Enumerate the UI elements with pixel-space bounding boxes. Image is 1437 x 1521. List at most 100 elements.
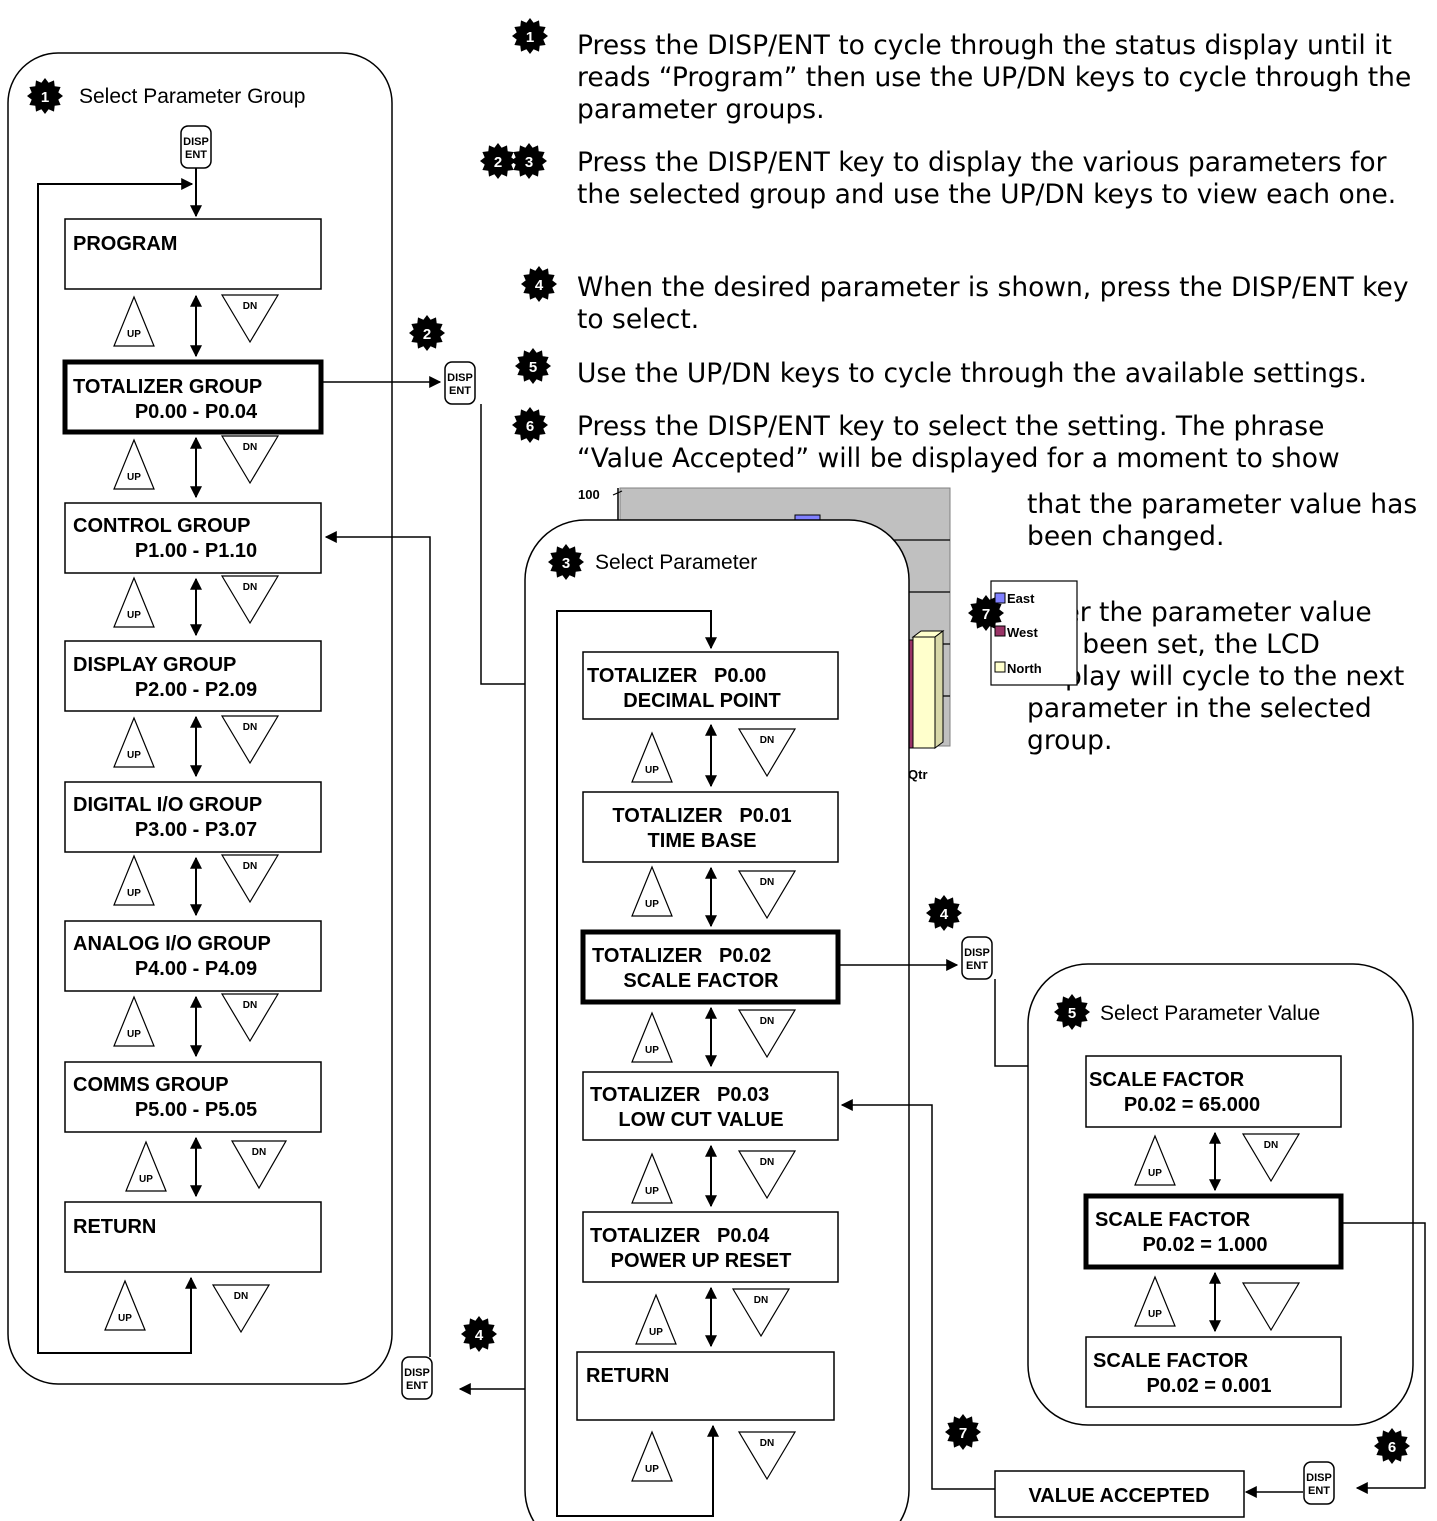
svg-text:TIME BASE: TIME BASE [648,830,757,852]
groups-disp-ent-key[interactable]: DISP ENT [180,125,212,169]
groups-updn-2: UP DN [113,435,280,499]
up-key[interactable]: UP [113,438,155,490]
svg-text:UP: UP [127,329,141,340]
params-panel-badge: 3 [562,555,570,572]
value-item-65[interactable]: SCALE FACTOR P0.02 = 65.000 [1085,1055,1342,1128]
step6-disp-ent-key[interactable]: DISP ENT [1303,1461,1335,1505]
dn-key[interactable]: DN [230,1140,288,1190]
up-key[interactable]: UP [631,731,673,783]
svg-text:UP: UP [645,1045,659,1056]
step-badge-2: 2 [423,326,431,343]
svg-text:UP: UP [645,765,659,776]
up-key[interactable]: UP [113,576,155,628]
svg-text:7: 7 [982,606,990,623]
up-key[interactable]: UP [1134,1134,1176,1186]
svg-text:ENT: ENT [185,149,207,161]
up-key[interactable]: UP [631,1152,673,1204]
param-item-return[interactable]: RETURN [576,1351,835,1421]
step2-disp-ent-key[interactable]: DISP ENT [444,361,476,405]
groups-updn-5: UP DN [113,854,280,917]
param-item-p0-03[interactable]: TOTALIZER P0.03 LOW CUT VALUE [582,1071,839,1141]
dn-key[interactable]: DN [737,1150,797,1200]
dn-key[interactable]: DN [1241,1133,1301,1183]
svg-text:DN: DN [760,735,774,746]
chart-y-max-label: 100 [578,487,600,502]
svg-text:6: 6 [526,418,534,435]
group-item-comms[interactable]: COMMS GROUP P5.00 - P5.05 [64,1061,322,1133]
svg-text:UP: UP [127,888,141,899]
param-item-p0-01[interactable]: TOTALIZER P0.01 TIME BASE [582,791,839,863]
svg-text:SCALE FACTOR: SCALE FACTOR [1093,1350,1249,1372]
up-key[interactable]: UP [631,865,673,917]
groups-panel-title: Select Parameter Group [79,85,305,108]
instruction-6b: “Value Accepted” will be displayed for a… [577,443,1340,474]
dn-key[interactable]: DN [220,715,280,765]
up-key[interactable]: UP [631,1430,673,1482]
dn-key[interactable]: DN [220,993,280,1043]
dn-key[interactable]: DN [220,854,280,904]
value-accepted-box: VALUE ACCEPTED [994,1470,1245,1518]
up-key[interactable]: UP [125,1140,167,1192]
value-item-0-001[interactable]: SCALE FACTOR P0.02 = 0.001 [1085,1336,1342,1408]
dn-key[interactable] [1241,1282,1301,1332]
instruction-badges: 1 2 3 4 5 6 7 [480,18,1004,631]
svg-text:UP: UP [118,1313,132,1324]
up-key[interactable]: UP [113,995,155,1047]
svg-text:ENT: ENT [966,960,988,972]
up-key[interactable]: UP [631,1011,673,1063]
svg-text:P1.00 - P1.10: P1.00 - P1.10 [135,540,257,562]
dn-key[interactable]: DN [211,1284,271,1334]
group-item-return[interactable]: RETURN [64,1201,322,1273]
dn-key[interactable]: DN [220,435,280,485]
group-item-display[interactable]: DISPLAY GROUP P2.00 - P2.09 [64,640,322,712]
svg-text:P0.02 = 0.001: P0.02 = 0.001 [1146,1375,1271,1397]
svg-text:2: 2 [494,154,502,171]
step4-disp-ent-key[interactable]: DISP ENT [961,936,993,980]
svg-text:DN: DN [243,442,257,453]
svg-text:TOTALIZER GROUP: TOTALIZER GROUP [73,376,262,398]
svg-text:DIGITAL I/O GROUP: DIGITAL I/O GROUP [73,794,262,816]
param-item-p0-04[interactable]: TOTALIZER P0.04 POWER UP RESET [582,1211,839,1283]
groups-panel-badge: 1 [41,89,49,106]
instruction-4: When the desired parameter is shown, pre… [577,272,1409,335]
svg-text:DN: DN [252,1147,266,1158]
up-key[interactable]: UP [104,1279,146,1331]
dn-key[interactable]: DN [220,575,280,625]
groups-updn-7: UP DN [125,1136,288,1198]
dn-key[interactable]: DN [737,1009,797,1059]
svg-text:UP: UP [645,1186,659,1197]
group-item-control[interactable]: CONTROL GROUP P1.00 - P1.10 [64,502,322,574]
svg-text:ENT: ENT [449,385,471,397]
svg-text:TOTALIZER P0.00: TOTALIZER P0.00 [587,665,766,687]
svg-text:DISPLAY GROUP: DISPLAY GROUP [73,654,236,676]
dn-key[interactable]: DN [220,294,280,344]
svg-text:SCALE FACTOR: SCALE FACTOR [1095,1209,1251,1231]
return-disp-ent-key[interactable]: DISP ENT [401,1356,433,1400]
dn-key[interactable]: DN [737,1431,797,1481]
up-key[interactable]: UP [1134,1275,1176,1327]
svg-text:RETURN: RETURN [586,1365,669,1387]
dn-key[interactable]: DN [737,870,797,920]
svg-text:DN: DN [754,1295,768,1306]
group-item-digital-io[interactable]: DIGITAL I/O GROUP P3.00 - P3.07 [64,781,322,853]
value-item-1[interactable]: SCALE FACTOR P0.02 = 1.000 [1083,1193,1344,1270]
up-key[interactable]: UP [113,716,155,768]
chart-bar-north [912,636,936,749]
dn-key[interactable]: DN [731,1288,791,1338]
group-item-totalizer[interactable]: TOTALIZER GROUP P0.00 - P0.04 [62,359,324,435]
group-item-program[interactable]: PROGRAM [64,218,322,290]
svg-text:COMMS GROUP: COMMS GROUP [73,1074,229,1096]
dn-key[interactable]: DN [737,728,797,778]
step-badge-7: 7 [959,1425,967,1442]
params-updn-1: UP DN [631,723,797,788]
up-key[interactable]: UP [635,1293,677,1345]
legend-east: East [1007,591,1035,606]
param-item-p0-00[interactable]: TOTALIZER P0.00 DECIMAL POINT [582,651,839,720]
svg-text:P4.00 - P4.09: P4.00 - P4.09 [135,958,257,980]
params-updn-3: UP DN [631,1006,797,1068]
group-item-analog-io[interactable]: ANALOG I/O GROUP P4.00 - P4.09 [64,920,322,992]
up-key[interactable]: UP [113,854,155,906]
param-item-p0-02[interactable]: TOTALIZER P0.02 SCALE FACTOR [580,929,841,1005]
svg-text:UP: UP [1148,1168,1162,1179]
up-key[interactable]: UP [113,295,155,347]
